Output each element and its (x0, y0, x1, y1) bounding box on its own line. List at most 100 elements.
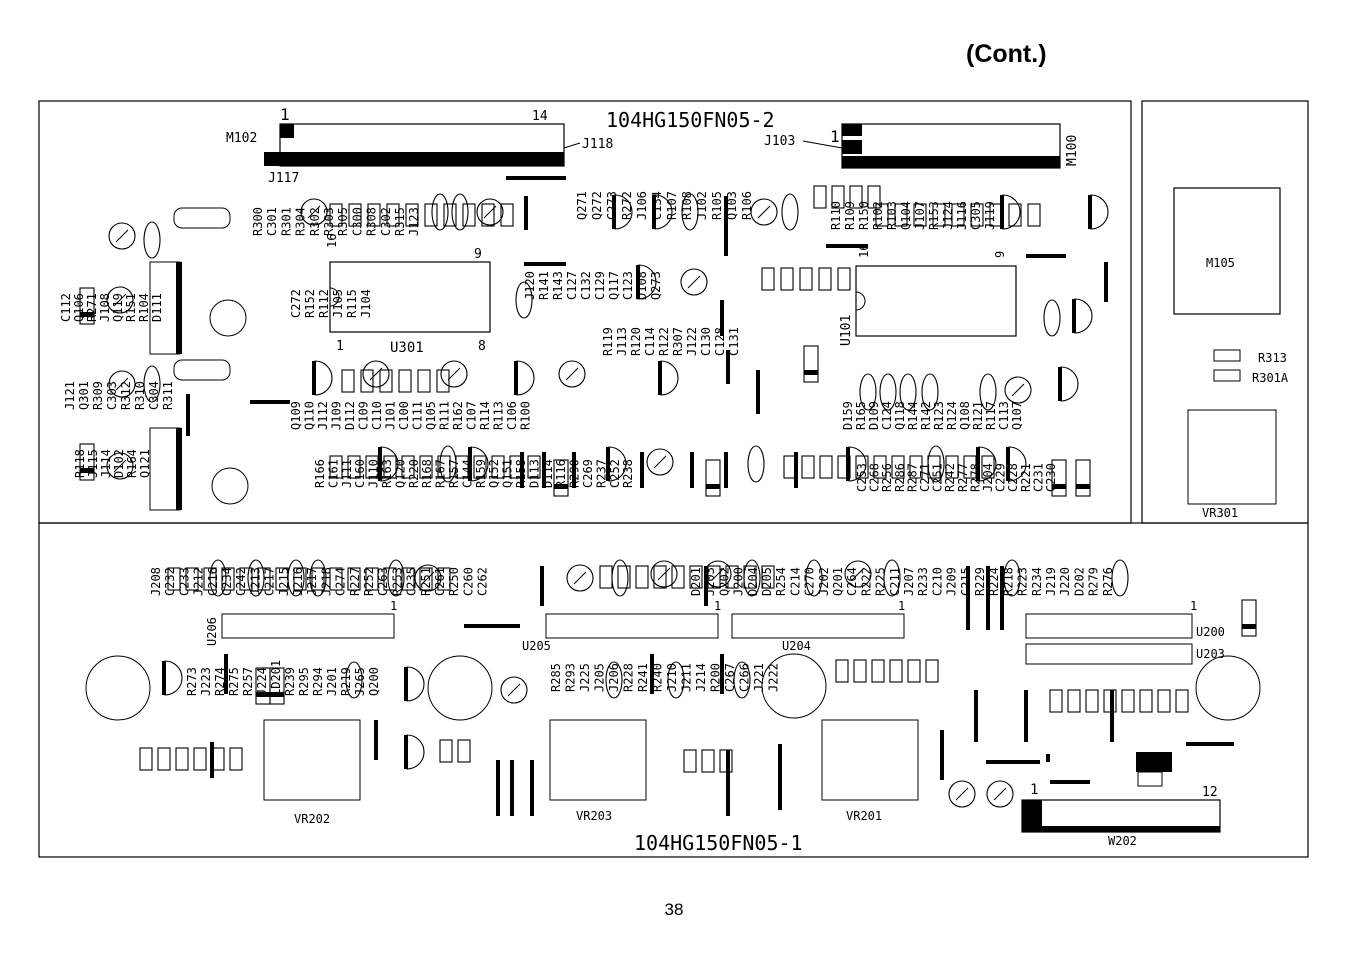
resistor-footprint (617, 565, 631, 589)
component-label: C124 (880, 401, 894, 430)
resistor-footprint (837, 267, 851, 291)
j118-leader (563, 142, 581, 149)
component-label: R223 (1016, 567, 1030, 596)
component-label: Q107 (1010, 401, 1024, 430)
component-label: C112 (59, 293, 73, 322)
component-label: Q106 (72, 293, 86, 322)
component-label: C134 (650, 191, 664, 220)
component-label: R250 (447, 567, 461, 596)
component-label: Q271 (575, 191, 589, 220)
component-label: C129 (593, 271, 607, 300)
jumper-wire (690, 452, 694, 488)
ceramic-capacitor-footprint (143, 365, 161, 403)
diode-footprint (705, 459, 721, 497)
capacitor-footprint (108, 222, 136, 250)
component-label: R277 (956, 463, 970, 492)
component-label: R122 (657, 327, 671, 356)
component-label: C252 (608, 459, 622, 488)
capacitor-footprint (1004, 376, 1032, 404)
connector-w202-pin1 (1022, 800, 1042, 832)
component-label: R116 (554, 459, 568, 488)
top-board-name: 104HG150FN05-2 (606, 108, 775, 132)
ceramic-capacitor-footprint (611, 559, 629, 597)
resistor-footprint (875, 203, 889, 227)
diode-band (804, 370, 818, 375)
connector-j118-pin1 (280, 124, 294, 138)
component-label: C217 (263, 567, 277, 596)
label-u200-pin1: 1 (1190, 599, 1197, 613)
component-label: C273 (605, 191, 619, 220)
component-label: D112 (343, 401, 357, 430)
capacitor-footprint (680, 268, 708, 296)
resistor-footprint (951, 203, 965, 227)
diode-footprint (1075, 459, 1091, 497)
component-label: C263 (376, 567, 390, 596)
transistor-footprint (470, 446, 489, 482)
resistor-footprint (203, 567, 217, 591)
jumper-wire (756, 370, 760, 414)
component-label: Q201 (831, 567, 845, 596)
component-label: R301 (279, 207, 293, 236)
component-label: J113 (615, 327, 629, 356)
capacitor-mark (447, 367, 461, 381)
resistor-footprint (419, 455, 433, 479)
diode-band (706, 484, 720, 489)
component-label: J112 (316, 401, 330, 430)
label-j118: J118 (582, 137, 613, 152)
jumper-wire (650, 654, 654, 694)
resistor-footprint (175, 747, 189, 771)
component-label: J225 (578, 663, 592, 692)
transistor-bar (606, 447, 610, 481)
capacitor-mark (483, 205, 497, 219)
label-m105: M105 (1206, 256, 1235, 270)
component-label: J220 (1058, 567, 1072, 596)
transistor-footprint (314, 360, 333, 396)
component-label: R307 (671, 327, 685, 356)
resistor-footprint (239, 567, 253, 591)
component-label: R162 (451, 401, 465, 430)
jumper-wire (524, 196, 528, 230)
component-label: R242 (943, 463, 957, 492)
label-j118-pin14: 14 (532, 109, 548, 124)
component-label: Q202 (717, 567, 731, 596)
component-label: R153 (927, 201, 941, 230)
component-label: J208 (149, 567, 163, 596)
component-label: R109 (843, 201, 857, 230)
ceramic-capacitor-footprint (883, 559, 901, 597)
diode-band (270, 692, 284, 697)
component-label: LD201 (269, 660, 283, 696)
component-label: R224 (987, 567, 1001, 596)
capacitor-mark (687, 275, 701, 289)
component-label: R113 (492, 401, 506, 430)
resistor-footprint (855, 455, 869, 479)
component-label: Q108 (958, 401, 972, 430)
component-label: R111 (438, 401, 452, 430)
ic-u301-notch (329, 287, 340, 307)
transistor-array-bar (176, 428, 182, 510)
label-r313: R313 (1258, 351, 1287, 365)
component-label: C123 (621, 271, 635, 300)
transistor-bar (976, 447, 980, 481)
capacitor-mark (307, 205, 321, 219)
component-label: R286 (893, 463, 907, 492)
transistor-footprint (406, 734, 425, 770)
component-label: R241 (636, 663, 650, 692)
resistor-footprint (386, 203, 400, 227)
component-label: R309 (91, 381, 105, 410)
component-label: C131 (727, 327, 741, 356)
resistor-footprint (481, 203, 495, 227)
resistor-footprint (293, 567, 307, 591)
component-label: C304 (147, 381, 161, 410)
component-label: R164 (125, 449, 139, 478)
component-label: R102 (871, 201, 885, 230)
ceramic-capacitor-footprint (927, 445, 945, 483)
resistor-footprint (891, 455, 905, 479)
component-label: C233 (177, 567, 191, 596)
capacitor-mark (573, 571, 587, 585)
component-label: Q104 (899, 201, 913, 230)
ic-u205 (545, 613, 719, 639)
component-label: C272 (289, 289, 303, 318)
component-label: Q151 (501, 459, 515, 488)
resistor-footprint (365, 567, 379, 591)
